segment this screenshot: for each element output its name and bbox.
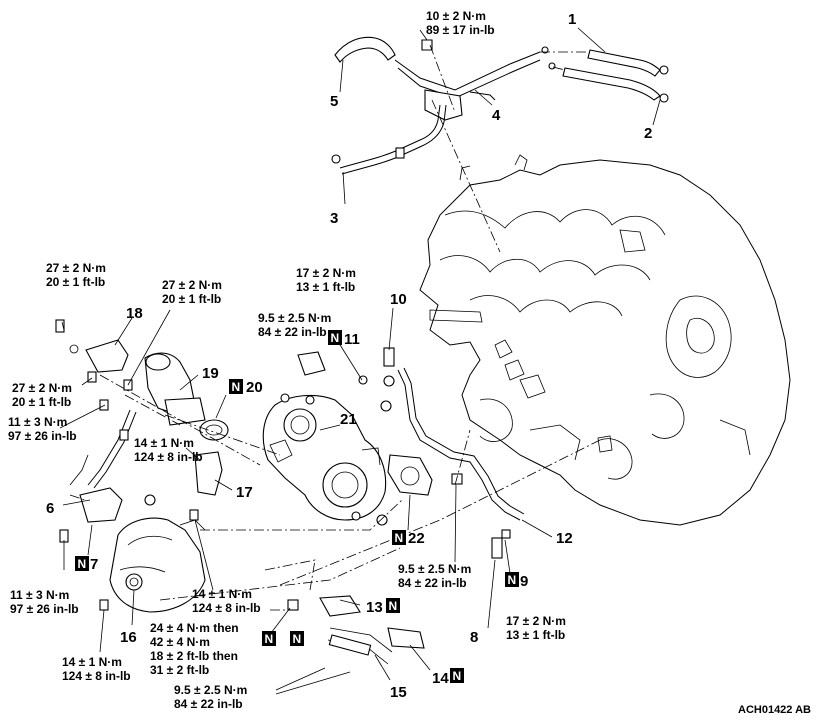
leader-lines — [59, 27, 661, 695]
engine-block-outline — [419, 154, 791, 526]
callout-2: 2 — [644, 125, 652, 142]
torque-22: 9.5 ± 2.5 N·m 84 ± 22 in-lb — [398, 562, 475, 590]
svg-text:N: N — [293, 632, 302, 646]
n-marker-13: N — [386, 598, 400, 613]
svg-text:N: N — [232, 380, 241, 394]
torque-top: 10 ± 2 N·m 89 ± 17 in-lb — [426, 9, 495, 37]
callout-1: 1 — [568, 11, 576, 28]
torque-nuts: 24 ± 4 N·m then 42 ± 4 N·m 18 ± 2 ft-lb … — [150, 621, 242, 677]
n-marker-nut-right: N — [290, 631, 304, 646]
svg-text:N: N — [453, 669, 462, 683]
n-marker-22: N — [392, 530, 406, 545]
svg-text:N: N — [508, 573, 517, 587]
torque-left-upper: 27 ± 2 N·m 20 ± 1 ft-lb — [46, 261, 109, 289]
torque-specs: 10 ± 2 N·m 89 ± 17 in-lb 27 ± 2 N·m 20 ±… — [8, 9, 569, 711]
torque-6-lower: 11 ± 3 N·m 97 ± 26 in-lb — [10, 588, 79, 616]
torque-7: 14 ± 1 N·m 124 ± 8 in-lb — [192, 587, 261, 615]
callout-13: 13 — [366, 599, 383, 616]
callout-12: 12 — [556, 530, 573, 547]
torque-11: 9.5 ± 2.5 N·m 84 ± 22 in-lb — [258, 311, 335, 339]
callout-11: 11 — [344, 331, 360, 348]
callout-21: 21 — [340, 411, 357, 428]
torque-16: 14 ± 1 N·m 124 ± 8 in-lb — [62, 655, 131, 683]
new-part-markers: N N N N N N N N — [75, 330, 519, 683]
n-marker-11: N — [328, 330, 342, 345]
svg-text:N: N — [331, 331, 340, 345]
callout-19: 19 — [202, 365, 219, 382]
torque-10: 17 ± 2 N·m 13 ± 1 ft-lb — [296, 266, 359, 294]
alignment-lines — [69, 44, 601, 611]
callout-20: 20 — [246, 379, 263, 396]
callout-numbers: 1 2 3 4 5 6 7 8 9 10 11 12 13 14 15 16 1… — [46, 11, 652, 701]
svg-text:N: N — [395, 531, 404, 545]
callout-3: 3 — [330, 210, 338, 227]
n-marker-20: N — [229, 379, 243, 394]
svg-text:N: N — [78, 557, 87, 571]
n-marker-14: N — [450, 668, 464, 683]
callout-16: 16 — [120, 629, 137, 646]
svg-text:N: N — [265, 632, 274, 646]
callout-22: 22 — [408, 530, 425, 547]
callout-8: 8 — [470, 629, 478, 646]
torque-17: 14 ± 1 N·m 124 ± 8 in-lb — [134, 436, 203, 464]
torque-center-upper: 27 ± 2 N·m 20 ± 1 ft-lb — [162, 278, 225, 306]
svg-text:N: N — [389, 599, 398, 613]
n-marker-7: N — [75, 556, 89, 571]
torque-15: 9.5 ± 2.5 N·m 84 ± 22 in-lb — [174, 683, 251, 711]
turbocharger-assembly — [55, 319, 525, 665]
callout-9: 9 — [520, 573, 528, 590]
callout-14: 14 — [432, 670, 449, 687]
torque-6-upper: 11 ± 3 N·m 97 ± 26 in-lb — [8, 415, 77, 443]
callout-5: 5 — [330, 93, 338, 110]
callout-15: 15 — [390, 684, 407, 701]
callout-7: 7 — [90, 556, 98, 573]
callout-6: 6 — [46, 500, 54, 517]
callout-18: 18 — [126, 305, 143, 322]
n-marker-nut-left: N — [262, 631, 276, 646]
callout-17: 17 — [236, 484, 253, 501]
water-pipe-assembly — [331, 36, 669, 175]
n-marker-9: N — [505, 572, 519, 587]
diagram-code: ACH01422 AB — [738, 704, 811, 716]
torque-8: 17 ± 2 N·m 13 ± 1 ft-lb — [506, 614, 569, 642]
torque-left-mid: 27 ± 2 N·m 20 ± 1 ft-lb — [12, 381, 75, 409]
callout-4: 4 — [492, 107, 501, 124]
callout-10: 10 — [390, 291, 407, 308]
